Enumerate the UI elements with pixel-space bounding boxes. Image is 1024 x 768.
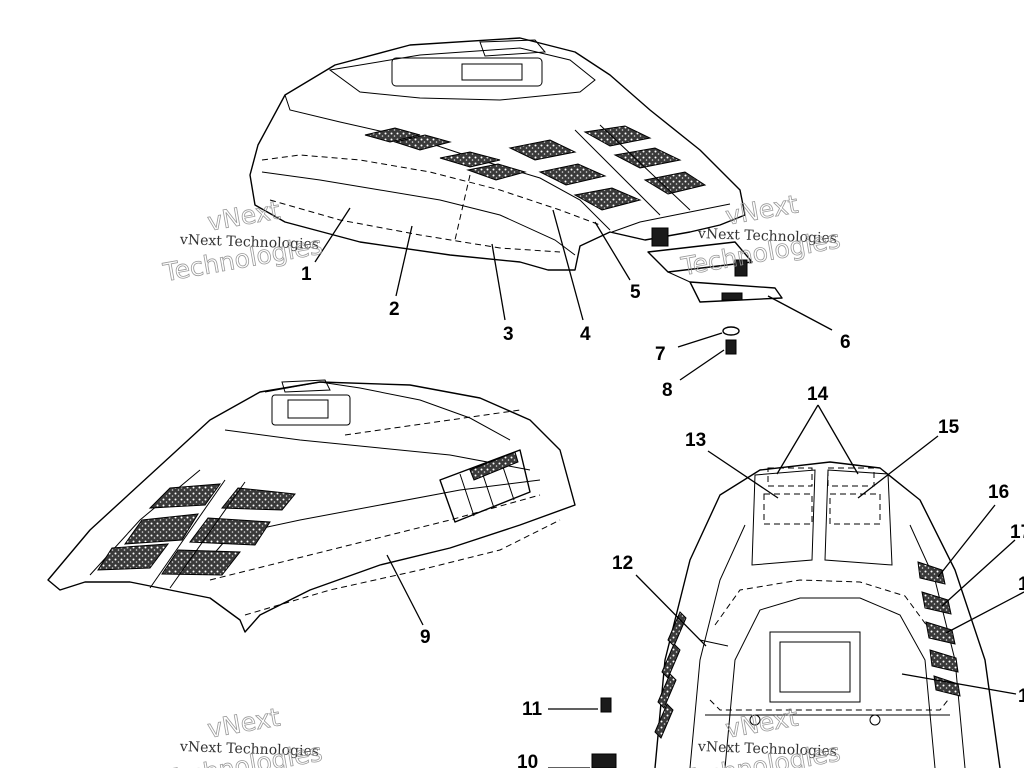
callout-10: 10 [517, 752, 538, 768]
side-hood-assembly [47, 379, 576, 633]
watermark-bottom-left: vNext vNext Technologies Technologies [160, 702, 325, 768]
callout-5: 5 [630, 282, 641, 303]
callout-2: 2 [389, 299, 400, 320]
watermark-bottom-right: vNext vNext Technologies Technologies [678, 702, 843, 768]
watermark-word-vnext: vNext [723, 189, 800, 230]
callout-18: 18 [1018, 574, 1024, 595]
callout-6: 6 [840, 332, 851, 353]
callout-12: 12 [612, 553, 633, 574]
callout-3: 3 [503, 324, 514, 345]
front-hood-assembly [591, 461, 1001, 768]
callout-16: 16 [988, 482, 1009, 503]
callout-labels: 1 2 3 4 5 6 7 8 9 10 11 12 13 14 15 16 1… [301, 264, 1024, 768]
watermark-text: vNext Technologies [179, 232, 320, 253]
callout-11: 11 [522, 699, 543, 720]
leader-lines [314, 207, 1024, 768]
callout-14: 14 [807, 384, 829, 405]
callout-1: 1 [301, 264, 312, 285]
callout-7: 7 [655, 344, 666, 365]
watermark-word-vnext: vNext [723, 702, 800, 743]
watermark-text: vNext Technologies [697, 739, 838, 760]
watermark-text: vNext Technologies [697, 226, 838, 247]
callout-9: 9 [420, 627, 431, 648]
watermark-top-right: vNext vNext Technologies Technologies [678, 189, 843, 282]
callout-17: 17 [1010, 522, 1024, 543]
callout-19: 19 [1018, 686, 1024, 707]
callout-8: 8 [662, 380, 673, 401]
watermark-text: vNext Technologies [179, 739, 320, 760]
watermark-word-vnext: vNext [205, 702, 282, 743]
callout-15: 15 [938, 417, 960, 438]
watermark-word-vnext: vNext [205, 195, 282, 236]
callout-4: 4 [580, 324, 591, 345]
watermark-top-left: vNext vNext Technologies Technologies [160, 195, 325, 288]
callout-13: 13 [685, 430, 706, 451]
top-hood-assembly [249, 37, 783, 355]
